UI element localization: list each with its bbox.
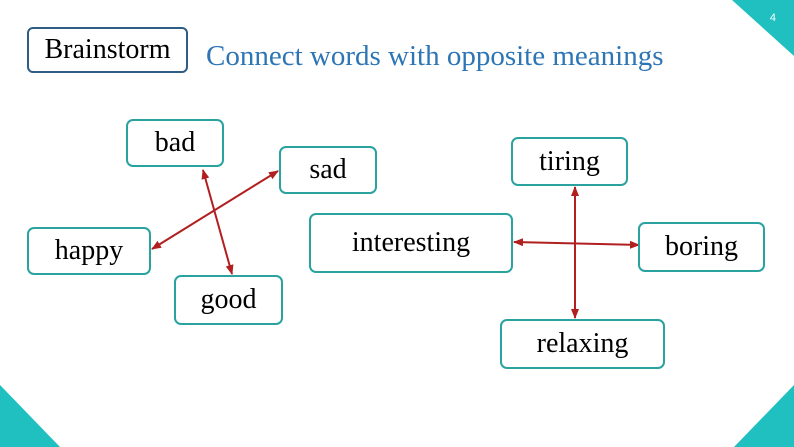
slide-number: 4 — [769, 12, 776, 24]
word-box-happy[interactable]: happy — [27, 227, 151, 275]
corner-accent-top-right — [732, 0, 794, 56]
brainstorm-label: Brainstorm — [27, 27, 188, 73]
word-box-good[interactable]: good — [174, 275, 283, 325]
corner-accent-bottom-left — [0, 385, 60, 447]
word-box-relaxing[interactable]: relaxing — [500, 319, 665, 369]
word-box-sad[interactable]: sad — [279, 146, 377, 194]
word-box-interesting[interactable]: interesting — [309, 213, 513, 273]
corner-accent-bottom-right — [734, 385, 794, 447]
word-box-tiring[interactable]: tiring — [511, 137, 628, 186]
arrow-interesting-boring — [513, 238, 640, 249]
arrow-bad-good — [201, 169, 234, 275]
word-box-boring[interactable]: boring — [638, 222, 765, 272]
word-box-bad[interactable]: bad — [126, 119, 224, 167]
arrow-happy-sad — [151, 170, 279, 250]
instruction-text: Connect words with opposite meanings — [206, 40, 664, 72]
